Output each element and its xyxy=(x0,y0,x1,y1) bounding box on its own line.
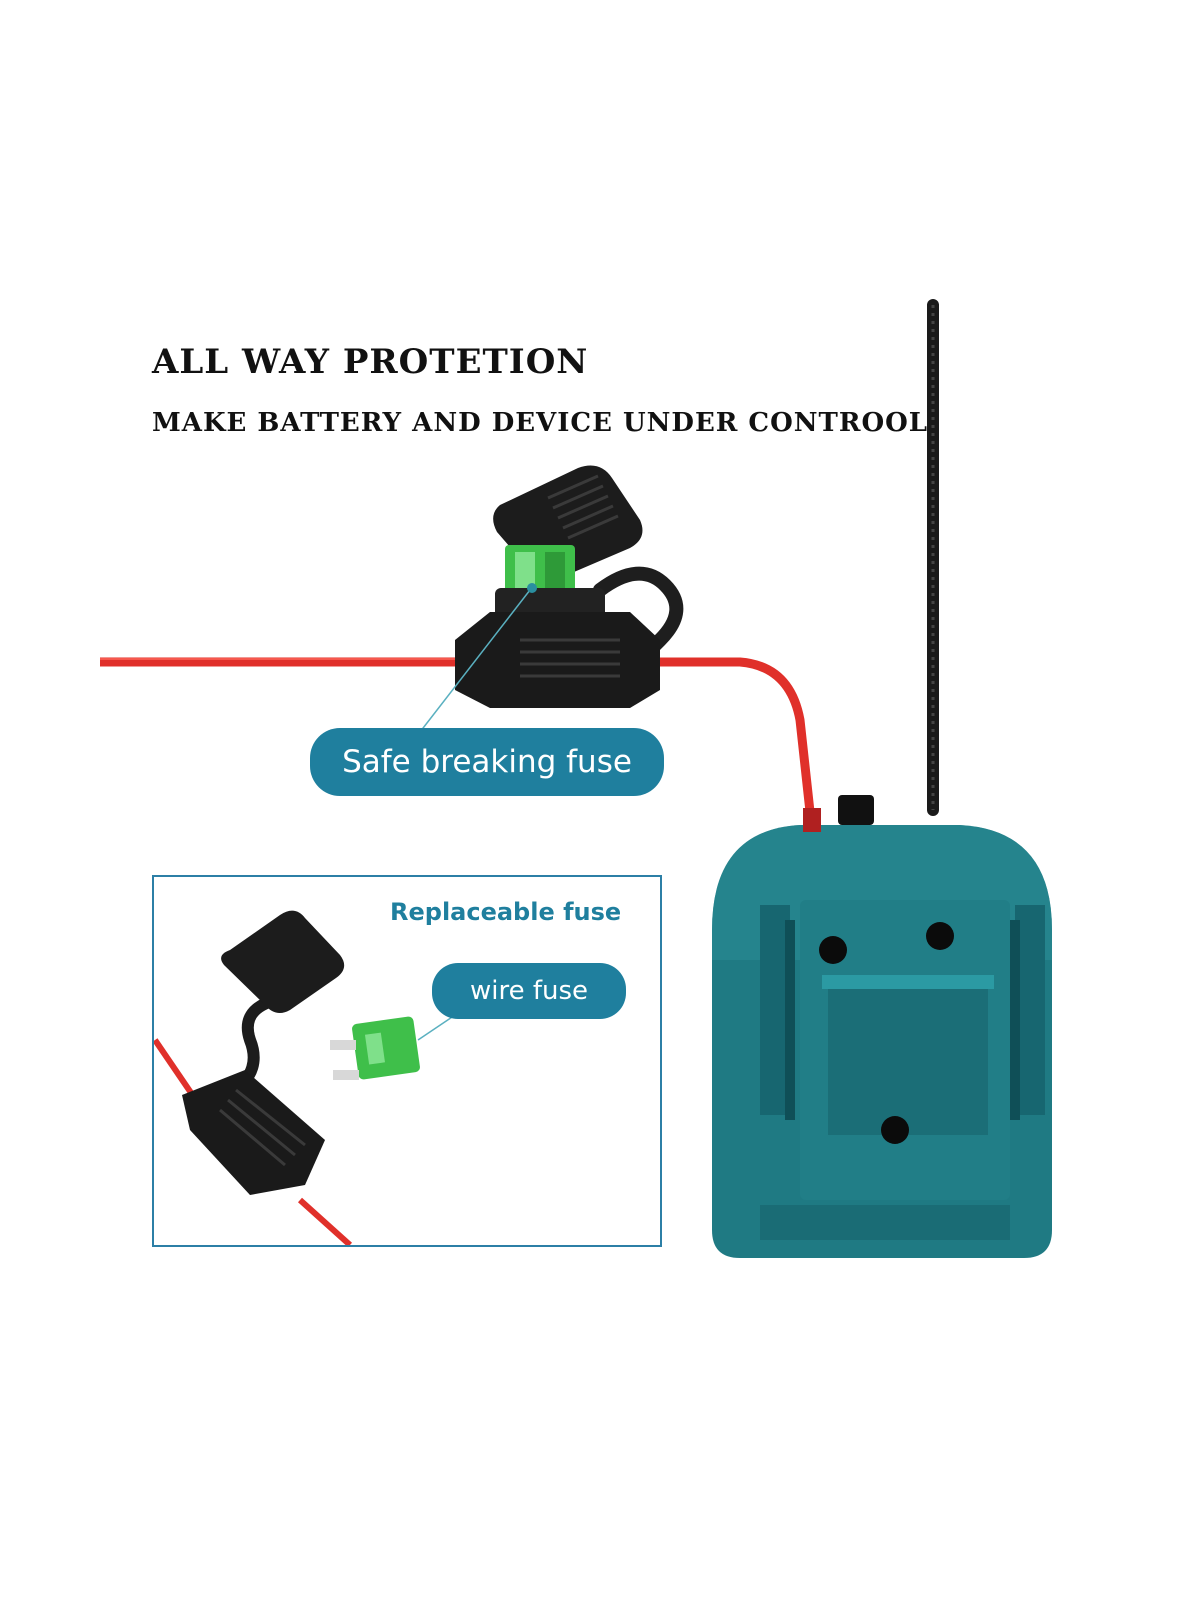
inset-fuse-cap xyxy=(221,910,345,1014)
callout-safe-breaking-fuse: Safe breaking fuse xyxy=(310,728,664,796)
callout-leader xyxy=(419,589,531,733)
callout-dot xyxy=(527,583,537,593)
inset-blade-fuse xyxy=(330,1016,420,1080)
inset-frame xyxy=(152,875,662,1247)
inset-title: Replaceable fuse xyxy=(390,898,622,926)
red-wire xyxy=(100,657,817,831)
blade-fuse xyxy=(505,545,575,595)
fuse-holder xyxy=(455,465,684,708)
inset-fuse-body xyxy=(182,1070,325,1195)
inset-illustration xyxy=(152,910,471,1248)
subheadline: MAKE BATTERY AND DEVICE UNDER CONTROOL xyxy=(152,408,929,438)
callout-wire-fuse: wire fuse xyxy=(432,963,626,1019)
battery-adapter xyxy=(712,795,1052,1258)
headline: ALL WAY PROTETION xyxy=(152,342,589,382)
